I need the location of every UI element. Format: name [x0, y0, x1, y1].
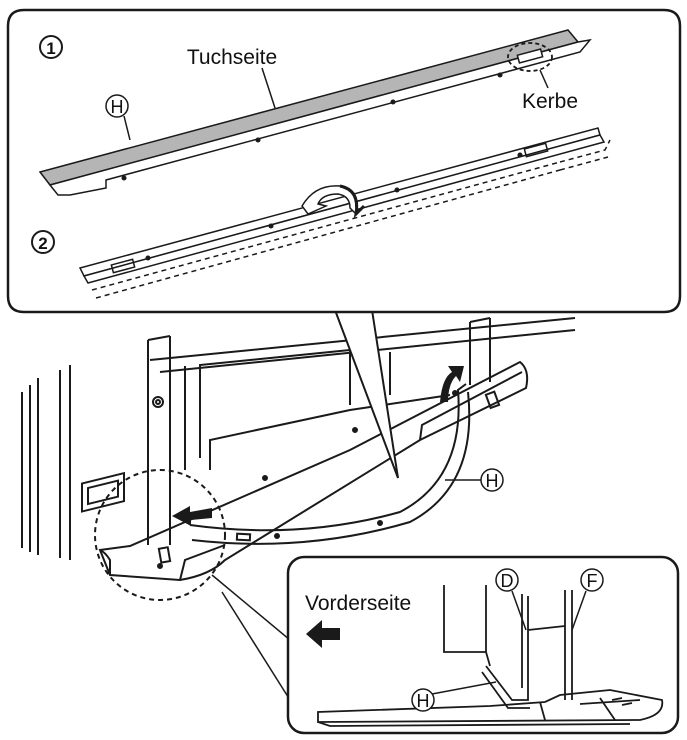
- cloth-strip-step2: [78, 127, 611, 299]
- step-2-number: 2: [38, 234, 47, 253]
- label-vorderseite: Vorderseite: [305, 592, 411, 615]
- callout-top-tail: [334, 309, 399, 479]
- part-h-text-top: H: [111, 97, 124, 117]
- stand-base: [98, 360, 529, 582]
- label-tuchseite: Tuchseite: [187, 46, 277, 69]
- part-f-label: F: [571, 568, 604, 631]
- kerbe-highlight: [507, 42, 553, 72]
- tv-left-edge: [21, 365, 71, 560]
- part-d-label: D: [495, 568, 527, 631]
- part-h-label-bottom: H: [411, 681, 497, 712]
- part-h-text-main: H: [486, 471, 499, 491]
- front-direction-arrow: [306, 620, 340, 648]
- cloth-strip-main: [189, 383, 471, 545]
- step-1-number: 1: [46, 39, 55, 58]
- tv-connector-panel: [81, 471, 125, 513]
- part-f-text: F: [587, 571, 598, 591]
- part-d-text: D: [501, 571, 514, 591]
- label-kerbe: Kerbe: [522, 90, 578, 113]
- insert-arrow-up: [440, 366, 464, 402]
- tv-back-panel: [149, 317, 576, 470]
- flip-arrow: [301, 184, 366, 219]
- zoom-circle: [94, 469, 226, 601]
- part-h-label-main: H: [445, 468, 504, 492]
- insert-arrow-left: [172, 506, 212, 526]
- callout-top: 1 Tuchseite H Kerbe 2: [6, 8, 682, 314]
- stand-right-post: [469, 317, 491, 385]
- step-2-marker: 2: [31, 230, 55, 254]
- part-h-label-top: H: [105, 94, 131, 141]
- cloth-strip-step1: [38, 29, 592, 196]
- detail-stand: [317, 585, 664, 727]
- callout-bottom: Vorderseite: [286, 555, 680, 735]
- step-1-marker: 1: [39, 35, 63, 59]
- part-h-text-bottom: H: [417, 691, 430, 711]
- main-view: [21, 309, 576, 701]
- stand-left-post: [147, 335, 171, 545]
